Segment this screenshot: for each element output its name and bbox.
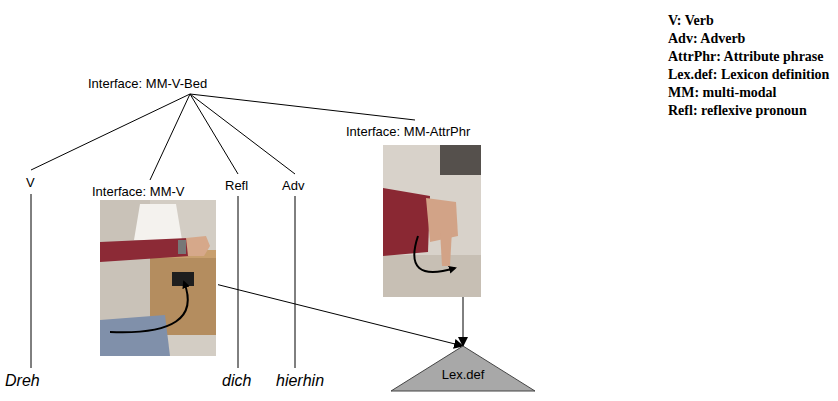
lexicon-triangle: Lex.def	[390, 345, 536, 392]
key-entry: Lex.def: Lexicon definition	[668, 66, 829, 84]
panel-heading: Interface: MM-V	[92, 184, 184, 200]
multimodal-verb-panel: Interface: MM-V	[92, 182, 218, 356]
key-entry: Adv: Adverb	[668, 30, 745, 48]
category-label: V	[26, 175, 35, 191]
interface-label: Interface: MM-V-Bed	[88, 76, 207, 92]
lexicon-label: Lex.def	[390, 367, 536, 383]
key-entry: Refl: reflexive pronoun	[668, 102, 807, 120]
key-entry: AttrPhr: Attribute phrase	[668, 48, 824, 66]
category-label: Adv	[282, 178, 304, 194]
reference-arrow	[218, 285, 463, 346]
word-form: Dreh	[5, 371, 40, 390]
key-entry: V: Verb	[668, 12, 714, 30]
multimodal-attribute-panel: Interface: MM-AttrPhr	[346, 122, 496, 297]
word-form: dich	[222, 371, 251, 390]
word-form: hierhin	[276, 371, 324, 390]
reference-arrow	[463, 297, 464, 346]
category-label: Refl	[225, 178, 248, 194]
key-entry: MM: multi-modal	[668, 84, 776, 102]
panel-heading: Interface: MM-AttrPhr	[346, 124, 470, 140]
